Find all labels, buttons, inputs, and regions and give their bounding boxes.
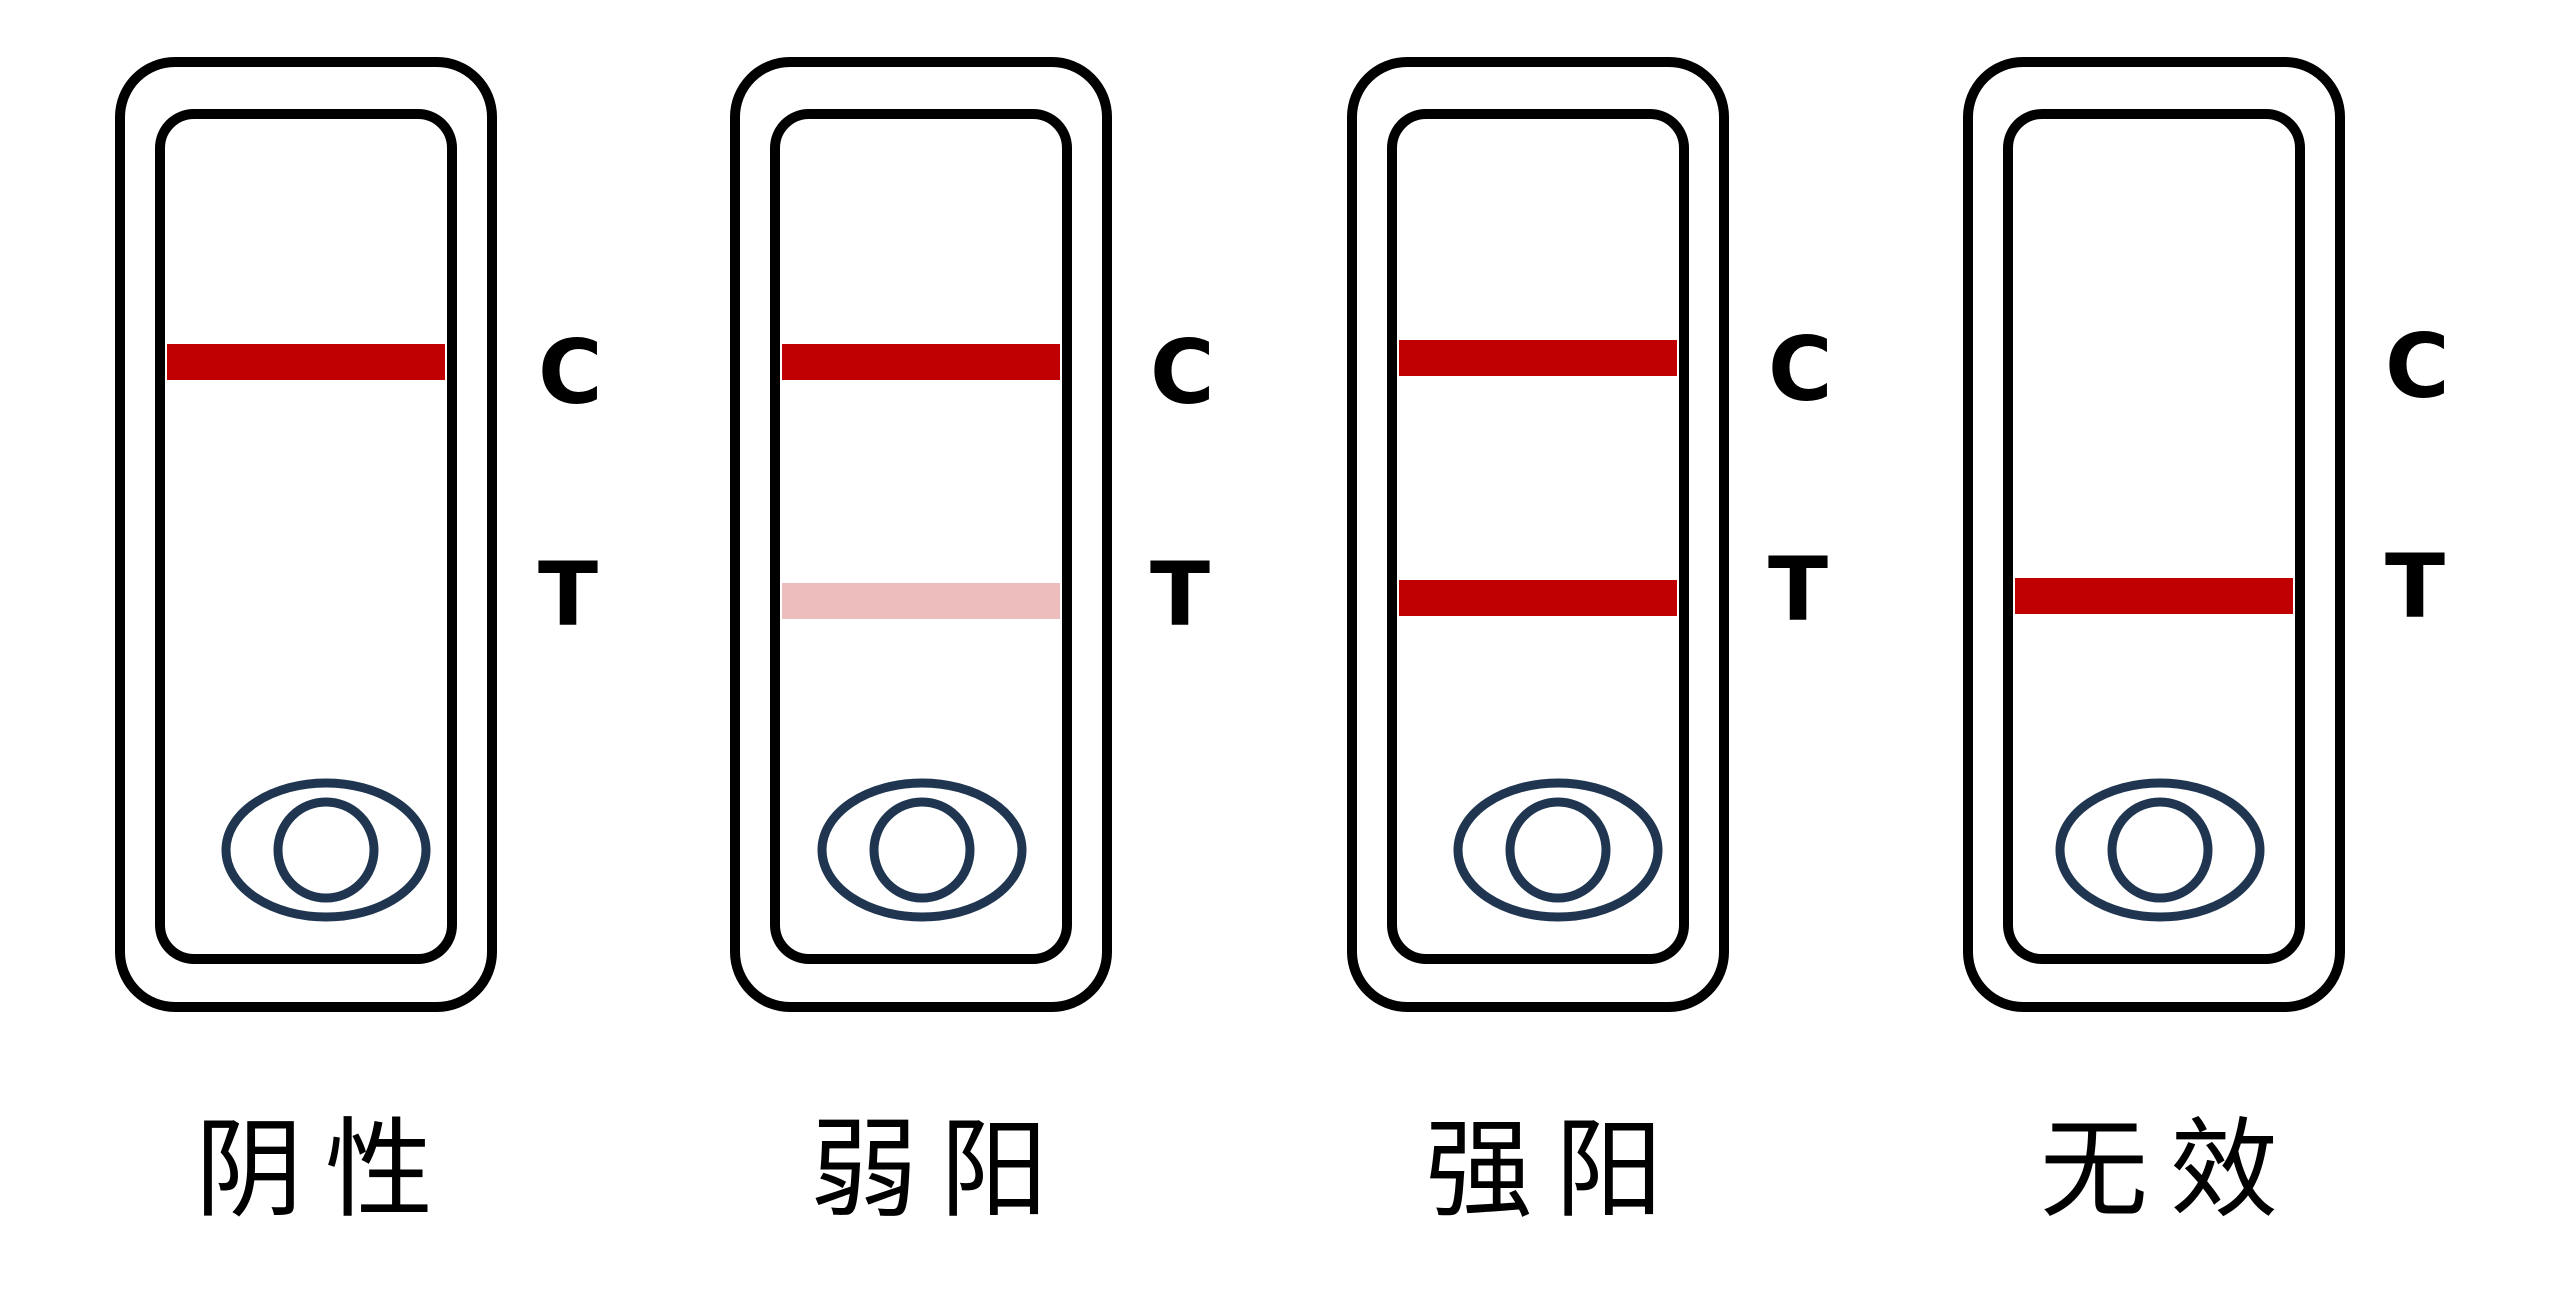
test-line — [1399, 580, 1677, 616]
sample-well-icon — [1453, 778, 1663, 922]
control-line — [167, 344, 445, 380]
control-line — [1399, 340, 1677, 376]
cassette-strong-positive: C T 强阳 — [1347, 57, 1833, 1233]
cassette-invalid: C T 无效 — [1963, 57, 2450, 1233]
result-window — [155, 109, 457, 964]
cassette-caption: 弱阳 — [810, 1108, 1070, 1233]
control-marker-label: C — [1768, 318, 1833, 421]
cassette-outer-shell — [730, 57, 1112, 1012]
test-line — [2015, 578, 2293, 614]
cassette-outer-shell — [115, 57, 497, 1012]
sample-well-icon — [221, 778, 431, 922]
test-marker-label: T — [1150, 543, 1210, 646]
cassette-caption: 强阳 — [1425, 1108, 1685, 1233]
test-marker-label: T — [538, 543, 598, 646]
test-marker-label: T — [1768, 538, 1828, 641]
cassette-caption: 无效 — [2040, 1108, 2300, 1233]
cassette-outer-shell — [1347, 57, 1729, 1012]
control-marker-label: C — [538, 321, 603, 424]
result-window — [1387, 109, 1689, 964]
cassette-weak-positive: C T 弱阳 — [730, 57, 1215, 1233]
control-line — [782, 344, 1060, 380]
test-marker-label: T — [2385, 535, 2445, 638]
control-marker-label: C — [1150, 321, 1215, 424]
sample-well-icon — [817, 778, 1027, 922]
result-window — [770, 109, 1072, 964]
result-window — [2003, 109, 2305, 964]
cassette-negative: C T 阴性 — [115, 57, 603, 1233]
control-marker-label: C — [2385, 315, 2450, 418]
cassette-outer-shell — [1963, 57, 2345, 1012]
test-line — [782, 583, 1060, 619]
cassette-caption: 阴性 — [195, 1108, 455, 1233]
sample-well-icon — [2055, 778, 2265, 922]
